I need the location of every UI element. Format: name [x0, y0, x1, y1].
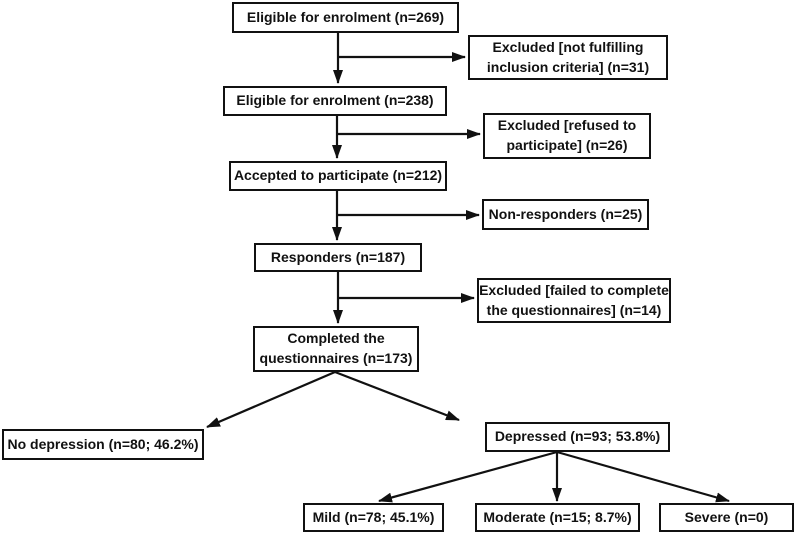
box-excluded-refused-participate: Excluded [refused to participate] (n=26) — [483, 113, 651, 159]
box-eligible-enrolment-269: Eligible for enrolment (n=269) — [232, 2, 459, 33]
box-label: Excluded [not fulfilling — [492, 38, 644, 55]
box-label: Excluded [refused to — [497, 117, 637, 134]
box-excluded-failed-questionnaires: Excluded [failed to complete the questio… — [477, 278, 671, 323]
box-label: Depressed (n=93; 53.8%) — [494, 428, 661, 445]
box-moderate-depression: Moderate (n=15; 8.7%) — [475, 503, 640, 532]
box-label: No depression (n=80; 46.2%) — [7, 435, 199, 452]
arrow-completed173-to-depressed — [334, 370, 460, 422]
box-no-depression: No depression (n=80; 46.2%) — [2, 429, 204, 460]
box-label: Eligible for enrolment (n=238) — [236, 92, 434, 109]
box-label: Non-responders (n=25) — [488, 205, 643, 222]
box-accepted-participate-212: Accepted to participate (n=212) — [229, 161, 447, 191]
box-mild-depression: Mild (n=78; 45.1%) — [303, 503, 444, 532]
box-label: Completed the — [287, 330, 385, 347]
box-label: the questionnaires] (n=14) — [486, 301, 662, 318]
box-severe-depression: Severe (n=0) — [659, 503, 794, 532]
box-label: Eligible for enrolment (n=269) — [246, 8, 445, 25]
arrow-depressed-to-mild — [378, 450, 558, 503]
box-excluded-not-fulfilling-criteria: Excluded [not fulfilling inclusion crite… — [468, 35, 668, 80]
box-label: Excluded [failed to complete — [479, 281, 669, 298]
box-label: Moderate (n=15; 8.7%) — [483, 508, 632, 525]
box-responders-187: Responders (n=187) — [254, 243, 422, 272]
box-label: Severe (n=0) — [684, 508, 769, 525]
box-depressed: Depressed (n=93; 53.8%) — [485, 422, 670, 452]
arrow-depressed-to-severe — [556, 450, 730, 503]
box-label: participate] (n=26) — [506, 137, 628, 153]
box-non-responders-25: Non-responders (n=25) — [482, 199, 649, 230]
box-label: Responders (n=187) — [270, 248, 406, 265]
box-label: questionnaires (n=173) — [259, 350, 413, 366]
box-label: Mild (n=78; 45.1%) — [312, 508, 435, 525]
arrow-completed173-to-no-depression — [206, 370, 336, 429]
box-label: Accepted to participate (n=212) — [233, 167, 443, 184]
box-label: inclusion criteria] (n=31) — [486, 58, 650, 75]
box-eligible-enrolment-238: Eligible for enrolment (n=238) — [223, 86, 447, 116]
box-completed-questionnaires-173: Completed the questionnaires (n=173) — [253, 326, 419, 372]
